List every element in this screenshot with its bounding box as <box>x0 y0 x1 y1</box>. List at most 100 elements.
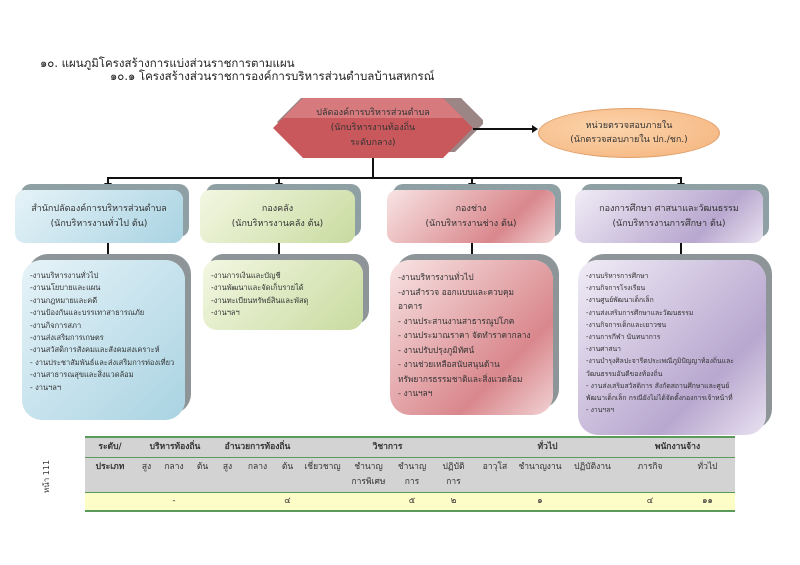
connector-line <box>278 243 280 257</box>
column-header-line: สูง <box>141 462 152 472</box>
section-subtitle: ๑๐.๑ โครงสร้างส่วนราชการองค์การบริหารส่ว… <box>110 69 435 83</box>
department-education: กองการศึกษา ศาสนาและวัฒนธรรม (นักบริหารง… <box>575 190 763 243</box>
column-header-line: ชำนาญ <box>397 462 427 472</box>
duty-item: -งานบริหารการศึกษา <box>586 272 649 280</box>
department-name: สำนักปลัดองค์การบริหารส่วนตำบล <box>31 204 167 214</box>
column-header-line: ปฏิบัติงาน <box>574 462 611 472</box>
table-cell <box>190 492 215 512</box>
table-cell <box>475 492 515 512</box>
duty-item: -งานศูนย์พัฒนาเด็กเล็ก <box>586 296 654 305</box>
duty-item: -งานสำรวจ ออกแบบและควบคุม <box>398 286 514 297</box>
table-cell: ๔ <box>275 492 300 512</box>
head-line: ระดับกลาง) <box>350 138 396 148</box>
duty-item: - งานประมาณราคา จัดทำราคากลาง <box>398 330 531 340</box>
duty-item: -งานศาสนา <box>586 345 621 354</box>
group-header: บริหารท้องถิ่น <box>135 436 215 458</box>
table-cell <box>300 492 345 512</box>
column-header-line: ภารกิจ <box>637 462 663 472</box>
duty-item: ทรัพยากรธรรมชาติและสิ่งแวดล้อม <box>398 373 523 384</box>
duties-list: -งานบริหารการศึกษา -งานกิจการโรงเรียน -ง… <box>578 260 766 435</box>
group-header: วิชาการ <box>300 436 475 458</box>
duty-item: -งานส่งเสริมการศึกษาและวัฒนธรรม <box>586 308 694 317</box>
column-header: ต้น <box>275 457 300 493</box>
column-header: กลาง <box>240 457 275 493</box>
arrow-right-icon <box>532 125 538 133</box>
column-header-line: การพิเศษ <box>351 477 386 487</box>
column-header-line: การ <box>446 477 461 487</box>
duty-item: -งานการเงินและบัญชี <box>211 271 281 280</box>
head-line: ปลัดองค์การบริหารส่วนตำบล <box>316 108 430 118</box>
duty-item: -งานการกีฬา นันทนาการ <box>586 333 661 342</box>
department-engineering: กองช่าง (นักบริหารงานช่าง ต้น) <box>387 190 555 243</box>
department-position: (นักบริหารงานช่าง ต้น) <box>425 219 517 229</box>
connector-line <box>278 177 280 183</box>
table-cell: - <box>158 492 190 512</box>
duties-list: -งานบริหารงานทั่วไป -งานนโยบายและแผน -งา… <box>22 260 185 420</box>
department-position: (นักบริหารงานทั่วไป ต้น) <box>50 219 148 229</box>
column-header: ปฏิบัติการ <box>432 457 475 493</box>
duty-item: -งานพัฒนาและจัดเก็บรายได้ <box>211 283 304 293</box>
department-name: กองคลัง <box>261 204 294 214</box>
table-cell <box>240 492 275 512</box>
column-header-line: ปฏิบัติ <box>442 462 465 472</box>
table-cell <box>215 492 240 512</box>
column-header: ชำนาญการ <box>392 457 432 493</box>
group-header: พนักงานจ้าง <box>620 436 735 458</box>
department-position: (นักบริหารงานคลัง ต้น) <box>231 219 324 229</box>
duty-item: - งานช่วยเหลือสนับสนุนด้าน <box>398 359 500 369</box>
duty-item: - งานประชาสัมพันธ์และส่งเสริมการท่องเที่… <box>30 357 175 367</box>
duty-item: -งานสาธารณสุขและสิ่งแวดล้อม <box>30 370 134 380</box>
duty-item: -งานกิจการเด็กและเยาวชน <box>586 320 667 329</box>
table-cell: ๑๑ <box>680 492 735 512</box>
connector-line <box>471 177 473 183</box>
table-cell <box>135 492 158 512</box>
duty-item: - งานฯลฯ <box>398 388 433 398</box>
table-cell: ๕ <box>392 492 432 512</box>
chief-administrator-node: ปลัดองค์การบริหารส่วนตำบล (นักบริหารงานท… <box>273 98 483 158</box>
department-name: กองช่าง <box>455 204 487 214</box>
column-header-line: กลาง <box>247 462 268 472</box>
column-header: ภารกิจ <box>620 457 680 493</box>
duty-item: -งานทะเบียนทรัพย์สินและพัสดุ <box>211 295 309 305</box>
department-finance: กองคลัง (นักบริหารงานคลัง ต้น) <box>200 190 355 243</box>
department-office-of-the-permanent-secretary: สำนักปลัดองค์การบริหารส่วนตำบล (นักบริหา… <box>15 190 183 243</box>
table-cell <box>345 492 392 512</box>
arrow-down-icon <box>104 183 112 189</box>
duty-item: - งานประสานงานสาธารณูปโภค <box>398 315 515 326</box>
section-title: ๑๐. แผนภูมิโครงสร้างการแบ่งส่วนราชการตาม… <box>40 56 295 70</box>
column-header: ทั่วไป <box>680 457 735 493</box>
arrow-down-icon <box>468 183 476 189</box>
connector-line <box>680 243 682 257</box>
audit-line: (นักตรวจสอบภายใน ปก./ชก.) <box>570 135 688 145</box>
column-header-line: ทั่วไป <box>697 462 718 472</box>
table-cell: ๔ <box>620 492 680 512</box>
duty-item: อาคาร <box>398 301 423 311</box>
page-number: หน้า 111 <box>42 459 51 493</box>
column-header: สูง <box>135 457 158 493</box>
column-header: กลาง <box>158 457 190 493</box>
duty-item: -งานป้องกันและบรรเทาสาธารณภัย <box>30 308 145 318</box>
head-line: (นักบริหารงานท้องถิ่น <box>330 123 416 133</box>
staffing-table: ระดับ/ บริหารท้องถิ่น อำนวยการท้องถิ่น ว… <box>85 436 735 512</box>
duty-item: -งานบริหารงานทั่วไป <box>398 272 474 282</box>
duty-item: -งานกฎหมายและคดี <box>30 295 98 305</box>
table-row: -๔๕๒๑๔๑๑ <box>85 492 735 512</box>
column-header-line: ต้น <box>281 462 294 472</box>
duty-item: - งานปรับปรุงภูมิทัศน์ <box>398 344 475 355</box>
duty-item: - งานฯลฯ <box>30 382 62 392</box>
connector-line <box>107 243 109 257</box>
duties-list: -งานบริหารงานทั่วไป -งานสำรวจ ออกแบบและค… <box>390 260 553 415</box>
arrow-down-icon <box>275 183 283 189</box>
column-header: เชี่ยวชาญ <box>300 457 345 493</box>
corner-label: ระดับ/ <box>85 436 135 458</box>
column-header-line: ต้น <box>196 462 209 472</box>
table-cell: ๑ <box>515 492 565 512</box>
duties-list: -งานการเงินและบัญชี -งานพัฒนาและจัดเก็บร… <box>203 260 363 330</box>
connector-line <box>473 128 533 130</box>
connector-line <box>107 177 109 183</box>
duty-item: วัฒนธรรมอันดีของท้องถิ่น <box>586 369 663 378</box>
column-header-line: การ <box>404 477 420 487</box>
table-cell: ๒ <box>432 492 475 512</box>
table-cell <box>565 492 620 512</box>
